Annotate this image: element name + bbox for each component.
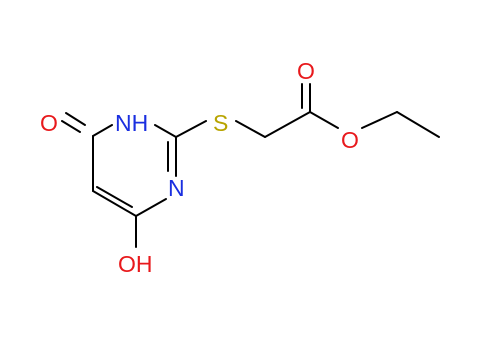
atom-ring-nh: NH: [115, 110, 148, 136]
bond-c4-o-double-a: [65, 112, 86, 126]
bonds: [61, 83, 440, 248]
bond-ch2-c: [264, 111, 311, 138]
bond-c6-c5: [92, 190, 137, 217]
atom-ring-n: N: [168, 175, 185, 201]
bond-o-ethyl: [361, 111, 398, 129]
bond-c4-o-double-b: [61, 120, 81, 133]
atom-sulfur: S: [213, 110, 228, 136]
bond-ethyl: [396, 111, 440, 138]
bond-n3-c2: [154, 124, 177, 138]
bond-s-ch2: [235, 120, 266, 138]
bond-c-o-ester: [309, 111, 339, 129]
atom-hydroxyl: OH: [118, 251, 153, 277]
atom-ring-oxo: O: [40, 110, 58, 136]
bond-c4-n3: [92, 124, 113, 137]
atom-ester-o: O: [341, 127, 359, 153]
atom-carbonyl-o: O: [297, 58, 315, 84]
bond-c6-c5-inner: [96, 186, 133, 208]
bond-n1-c6: [135, 198, 167, 217]
bond-c2-s: [175, 120, 207, 138]
